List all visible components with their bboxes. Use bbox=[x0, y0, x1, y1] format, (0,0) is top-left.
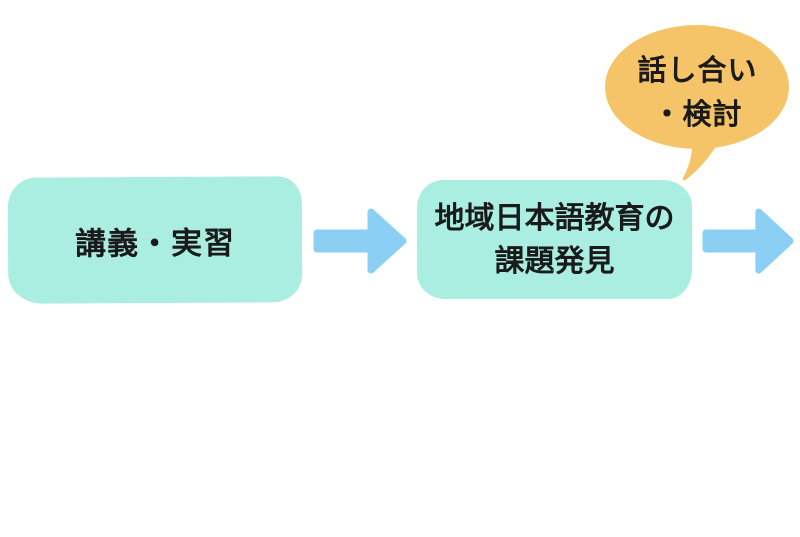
flow-arrow-1-shape bbox=[313, 208, 407, 274]
flow-box-lecture-practice-label: 講義・実習 bbox=[74, 225, 236, 262]
flow-box-issue-discovery: 地域日本語教育の 課題発見 bbox=[417, 180, 692, 299]
flow-box-lecture-practice: 講義・実習 bbox=[7, 176, 303, 304]
speech-bubble-body bbox=[605, 25, 789, 149]
speech-bubble-line1: 話し合い bbox=[637, 53, 758, 87]
flow-arrow-2-shape bbox=[702, 208, 794, 274]
flow-arrow-2 bbox=[702, 208, 794, 274]
flow-arrow-1 bbox=[313, 208, 407, 274]
speech-bubble bbox=[605, 25, 789, 181]
speech-bubble-line2: ・検討 bbox=[652, 97, 743, 131]
speech-bubble-tail bbox=[682, 131, 724, 181]
speech-bubble-text: 話し合い ・検討 bbox=[605, 48, 790, 136]
flow-box-issue-discovery-line2: 課題発見 bbox=[494, 243, 615, 279]
flow-box-issue-discovery-line1: 地域日本語教育の bbox=[434, 200, 675, 236]
